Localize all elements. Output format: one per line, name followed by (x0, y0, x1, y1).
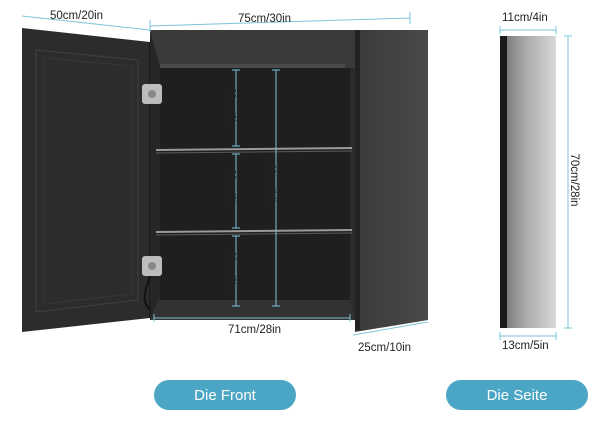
front-label-pill: Die Front (154, 380, 296, 410)
hinge-icon (142, 84, 162, 276)
side-label-pill: Die Seite (446, 380, 588, 410)
shelf-gap-3-label: 20cm/8in (226, 251, 238, 290)
open-door (22, 28, 151, 332)
side-height-label: 70cm/28in (568, 153, 580, 207)
cabinet-side-panel (355, 30, 428, 332)
side-bottom-depth-label: 13cm/5in (502, 340, 549, 352)
depth-label: 25cm/10in (358, 342, 412, 354)
dimension-lines-front (21, 12, 429, 336)
dimension-lines-side (499, 26, 572, 340)
cabinet-width-label: 75cm/30in (238, 13, 292, 25)
door-width-label: 50cm/20in (50, 10, 104, 22)
glass-shelves (155, 147, 353, 236)
door-cable (143, 275, 151, 311)
cabinet-body (150, 30, 355, 320)
side-top-depth-label: 11cm/4in (502, 12, 548, 24)
inner-height-label: 60cm/24in (266, 163, 278, 208)
side-view (500, 36, 556, 328)
shelf-gap-2-label: 20cm/8in (226, 169, 238, 208)
inner-width-label: 71cm/28in (228, 324, 282, 336)
shelf-gap-1-label: 20cm/8in (226, 88, 238, 127)
